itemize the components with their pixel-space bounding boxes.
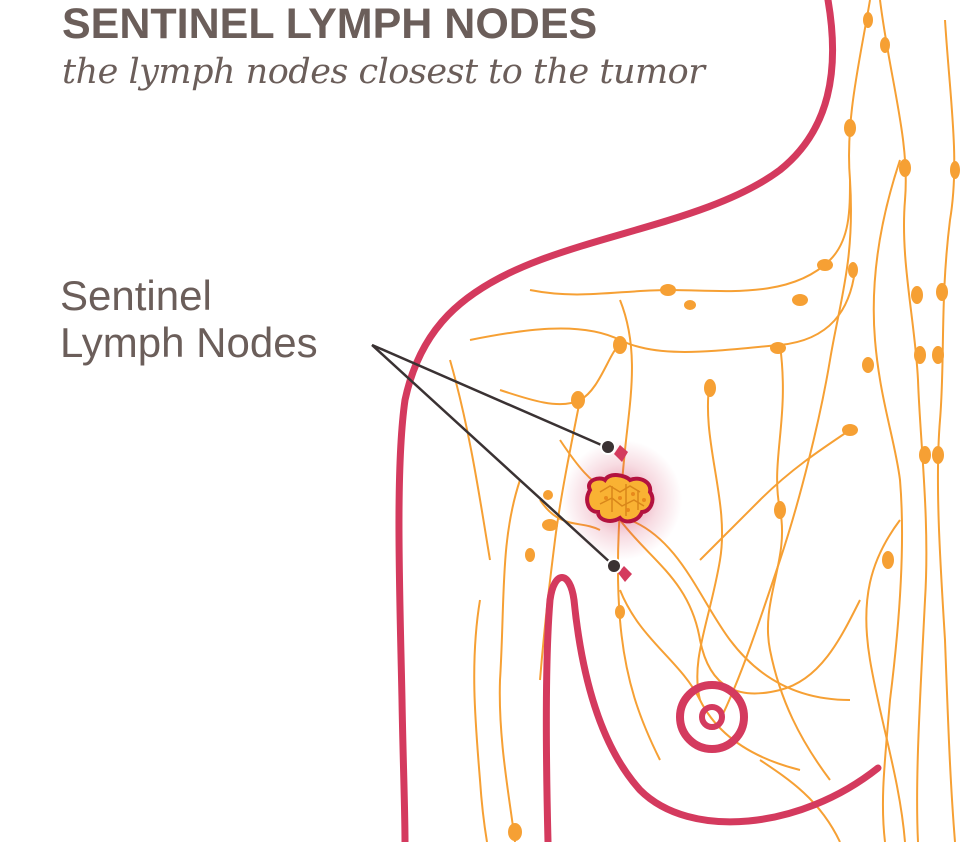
tumor-icon — [585, 473, 655, 524]
sentinel-nodes-label: Sentinel Lymph Nodes — [60, 272, 318, 366]
label-line-1: Sentinel — [60, 272, 212, 319]
diagram-subtitle: the lymph nodes closest to the tumor — [62, 52, 705, 92]
label-line-2: Lymph Nodes — [60, 319, 318, 366]
body-outline — [395, 0, 882, 842]
nipple-icon — [676, 681, 748, 753]
callout-pointers — [371, 343, 622, 574]
lymph-nodes — [508, 12, 960, 841]
diagram-title: SENTINEL LYMPH NODES — [62, 0, 598, 48]
sentinel-nodes — [614, 445, 632, 582]
